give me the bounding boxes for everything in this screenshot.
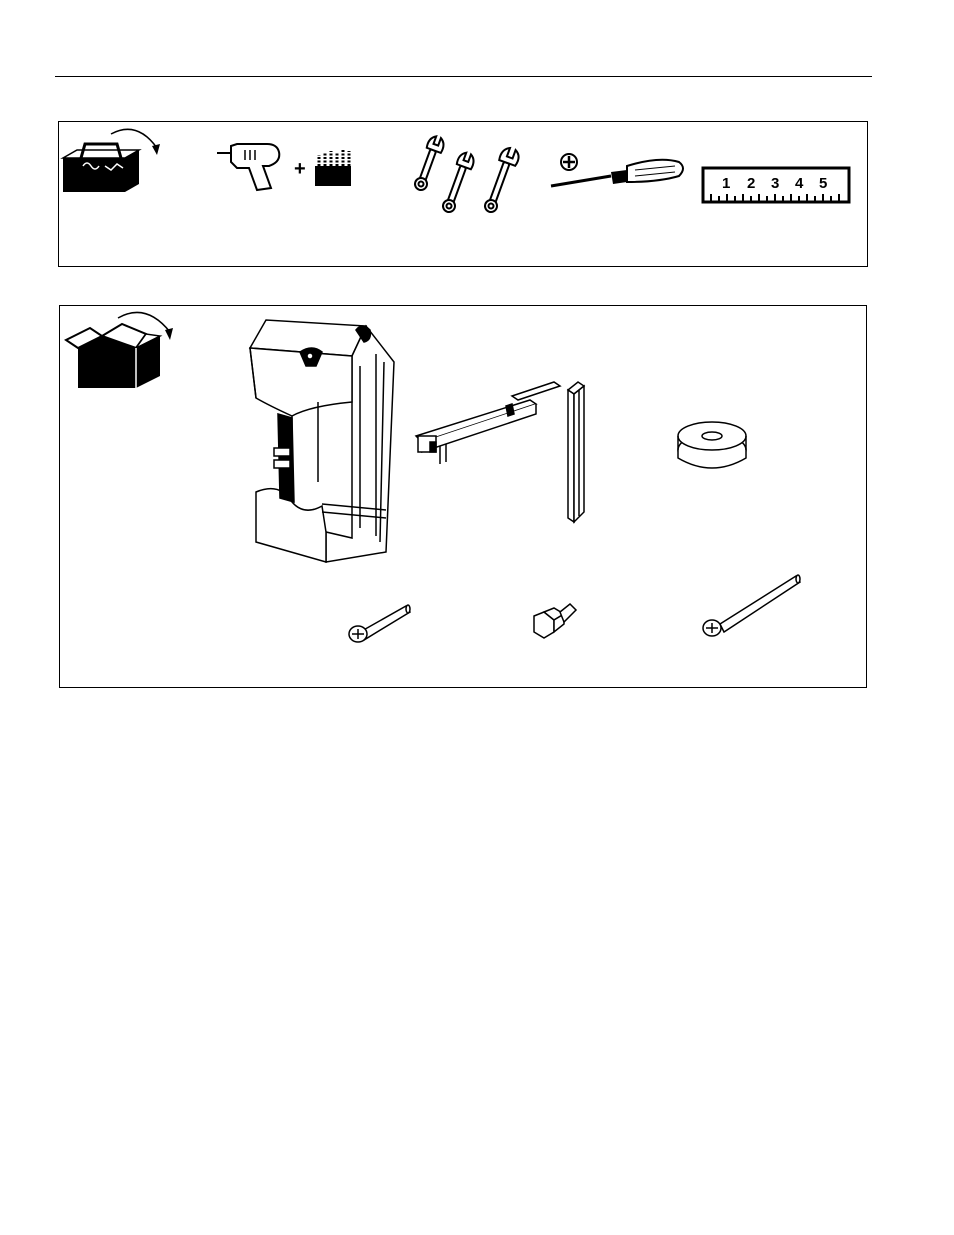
phillips-screwdriver-icon <box>551 154 683 186</box>
ruler-number: 2 <box>747 175 755 192</box>
mounting-rail-icon <box>416 382 560 464</box>
header-rule <box>55 76 872 77</box>
ruler-number: 3 <box>771 175 779 192</box>
tools-required-panel: + <box>58 121 868 267</box>
hex-bolt-icon <box>534 604 576 638</box>
wrench-set-icon <box>412 134 521 215</box>
parts-included-panel <box>59 305 867 688</box>
plus-icon: + <box>294 158 306 180</box>
short-screw-icon <box>349 605 410 642</box>
ruler-number: 4 <box>795 175 804 192</box>
ruler-number: 1 <box>722 175 730 192</box>
enclosure-housing-icon <box>250 320 394 562</box>
toolbox-icon <box>63 129 160 192</box>
round-washer-icon <box>678 422 746 468</box>
open-box-icon <box>66 312 173 388</box>
long-screw-icon <box>703 575 800 636</box>
drill-bits-icon <box>315 150 351 186</box>
tape-measure-icon: 1 2 3 4 5 <box>703 168 849 202</box>
ruler-number: 5 <box>819 175 827 192</box>
channel-bar-icon <box>568 382 584 522</box>
power-drill-icon <box>217 144 279 190</box>
